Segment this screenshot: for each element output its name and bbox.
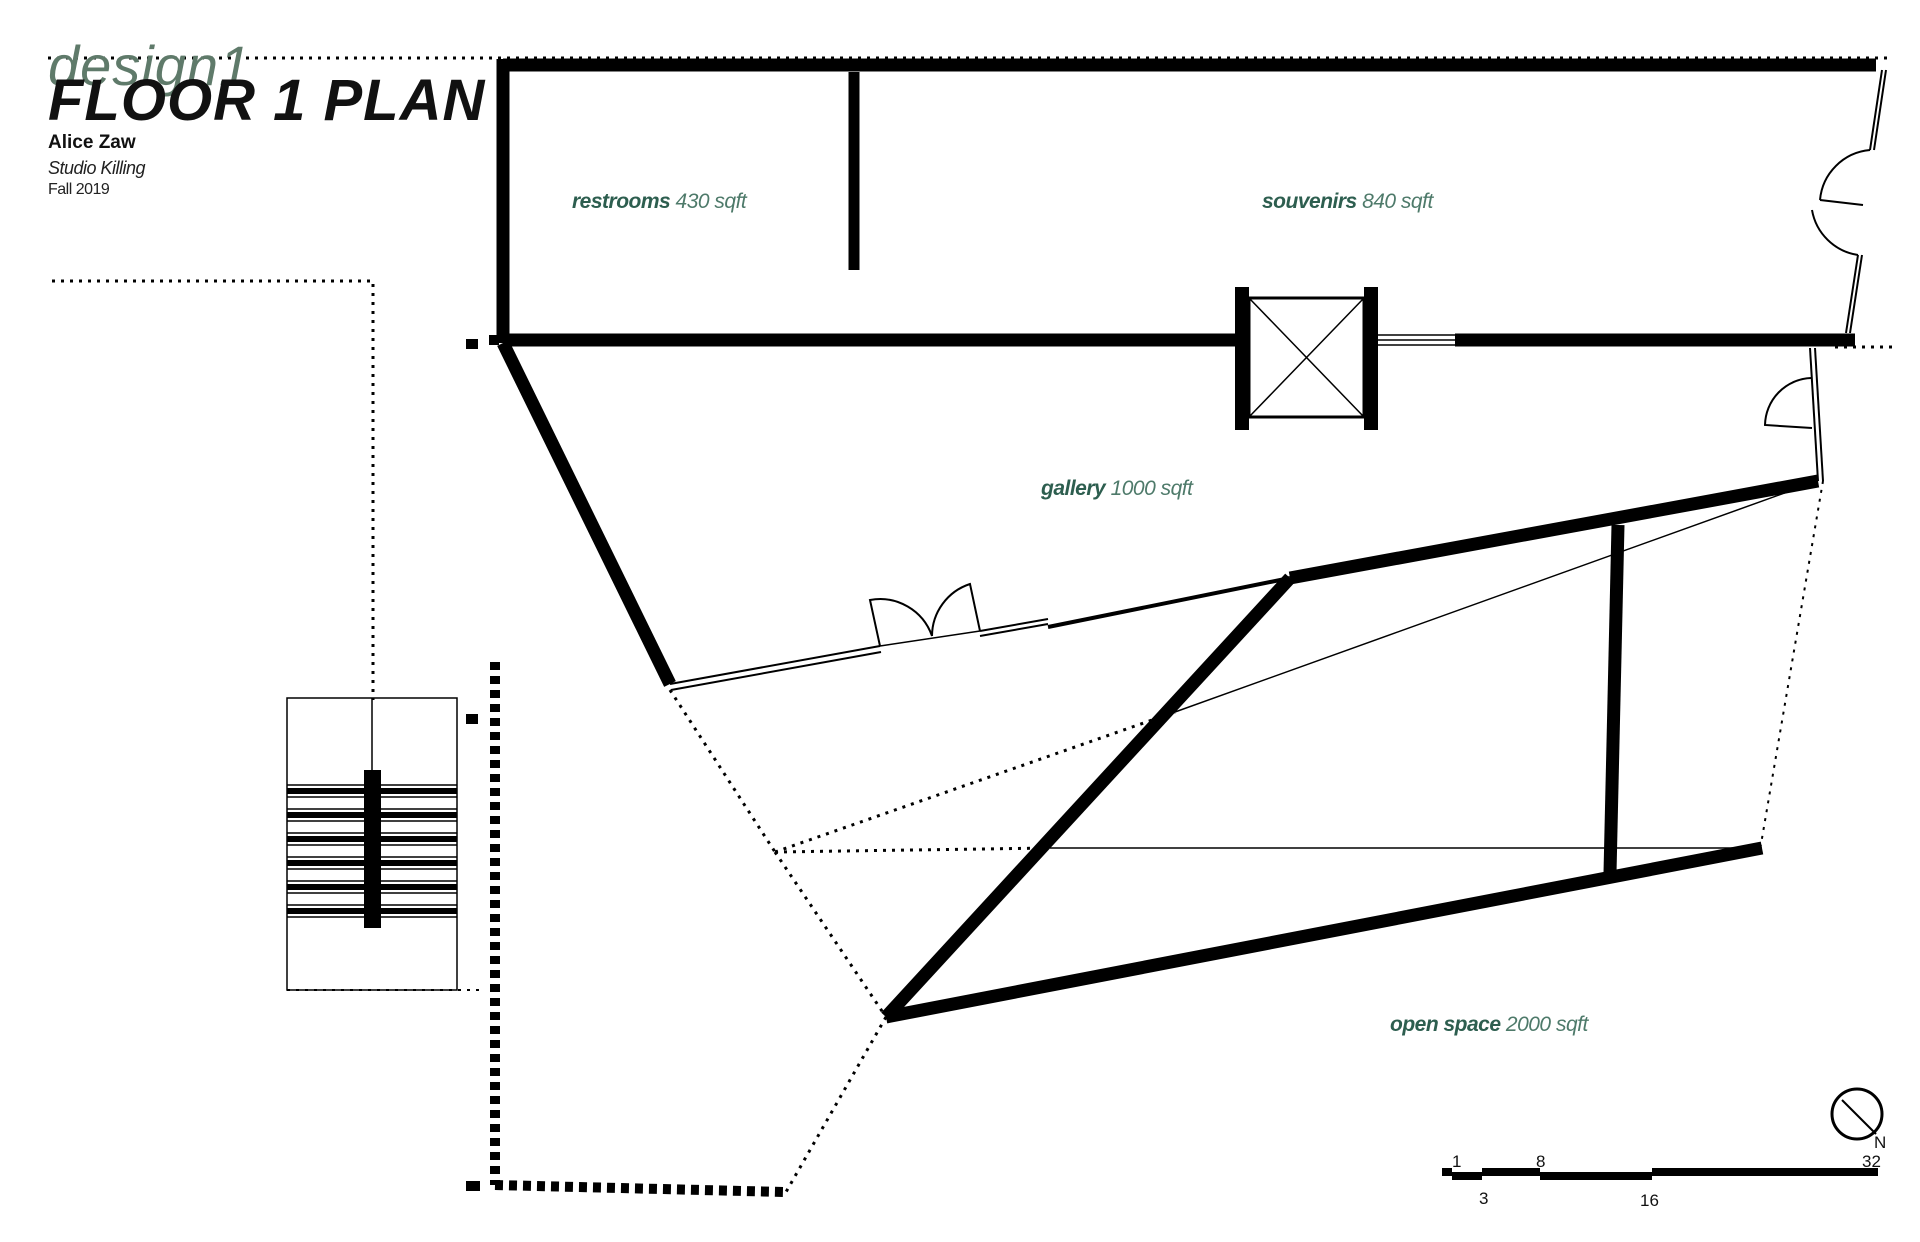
room-name: open space — [1390, 1013, 1501, 1036]
room-area: 2000 sqft — [1505, 1013, 1588, 1036]
room-label-open-space: open space 2000 sqft — [1390, 1013, 1588, 1037]
scale-label-8: 8 — [1536, 1152, 1546, 1171]
room-label-gallery: gallery 1000 sqft — [1041, 477, 1193, 501]
souvenirs-east-glazing — [1811, 69, 1887, 334]
elevator-shaft — [1235, 287, 1455, 430]
stair — [286, 697, 458, 991]
studio-name: Studio Killing — [48, 158, 146, 178]
scale-label-3: 3 — [1479, 1189, 1489, 1208]
upper-block-walls — [466, 58, 1876, 349]
site-wall-dashed — [490, 662, 786, 1197]
scale-label-1: 1 — [1452, 1152, 1462, 1171]
room-label-restrooms: restrooms 430 sqft — [572, 190, 747, 214]
site-wall-cap — [466, 1181, 480, 1191]
room-name: gallery — [1041, 477, 1106, 500]
scale-label-32: 32 — [1862, 1152, 1881, 1171]
room-label-souvenirs: souvenirs 840 sqft — [1262, 190, 1433, 214]
scale-bar — [1442, 1168, 1878, 1180]
title-block: design1 FLOOR 1 PLAN Alice Zaw Studio Ki… — [48, 34, 486, 199]
room-area: 840 sqft — [1362, 190, 1433, 213]
plan-title: FLOOR 1 PLAN — [48, 68, 486, 133]
room-name: restrooms — [572, 190, 671, 213]
term-label: Fall 2019 — [48, 181, 110, 198]
site-dotted-lines — [668, 689, 1176, 1193]
scale-label-16: 16 — [1640, 1191, 1659, 1210]
gallery-south-glazing — [669, 582, 1049, 691]
room-name: souvenirs — [1262, 190, 1357, 213]
room-area: 430 sqft — [675, 190, 747, 213]
design-label: design1 — [48, 34, 252, 97]
site-dotted-left — [52, 279, 375, 700]
site-wall-mark — [466, 714, 478, 724]
room-area: 1000 sqft — [1110, 477, 1193, 500]
north-arrow-icon — [1830, 1087, 1884, 1141]
gallery-walls — [497, 340, 1820, 687]
gallery-east-glazing — [1759, 347, 1824, 851]
north-label: N — [1874, 1133, 1887, 1152]
open-space-walls — [881, 480, 1819, 1024]
author-name: Alice Zaw — [48, 132, 136, 153]
